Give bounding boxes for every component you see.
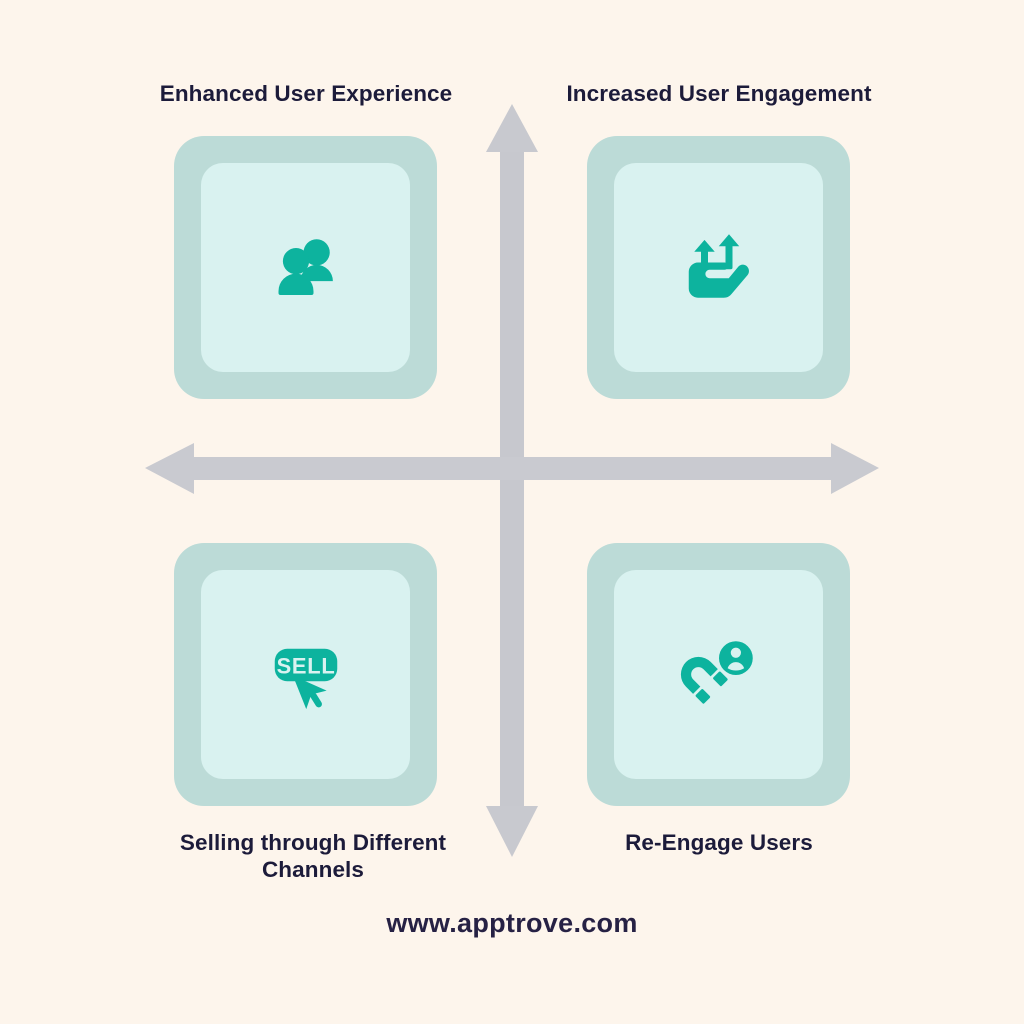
quadrant-card-top-right[interactable]	[587, 136, 850, 399]
card-inner-panel	[614, 163, 823, 372]
card-inner-panel	[201, 163, 410, 372]
quadrant-card-bottom-right[interactable]	[587, 543, 850, 806]
cursor-arrow-icon	[292, 675, 327, 709]
users-icon	[278, 238, 333, 295]
magnet-field-line-icon	[703, 662, 715, 675]
quadrant-label-bottom-left: Selling through Different Channels	[179, 830, 447, 882]
horizontal-axis	[145, 443, 879, 494]
quadrant-label-bottom-right: Re-Engage Users	[625, 830, 813, 855]
arrow-up-large-icon	[718, 233, 739, 269]
sell-badge	[274, 648, 337, 681]
user-avatar-icon	[718, 640, 753, 675]
quadrant-label-top-right: Increased User Engagement	[566, 81, 872, 106]
quadrant-card-bottom-left[interactable]: SELL	[174, 543, 437, 806]
site-url: www.apptrove.com	[386, 908, 638, 938]
vertical-axis	[486, 104, 538, 857]
hand-rising-arrows-icon	[688, 233, 749, 298]
sell-badge-text: SELL	[276, 653, 335, 678]
quadrant-card-top-left[interactable]	[174, 136, 437, 399]
arrow-left-icon	[145, 443, 194, 494]
sell-cursor-icon: SELL	[274, 648, 337, 709]
card-inner-panel	[614, 570, 823, 779]
arrow-up-icon	[486, 104, 538, 152]
card-inner-panel: SELL	[201, 570, 410, 779]
quadrant-label-top-left: Enhanced User Experience	[159, 81, 453, 106]
magnet-user-icon	[680, 640, 753, 704]
arrow-right-icon	[831, 443, 879, 494]
